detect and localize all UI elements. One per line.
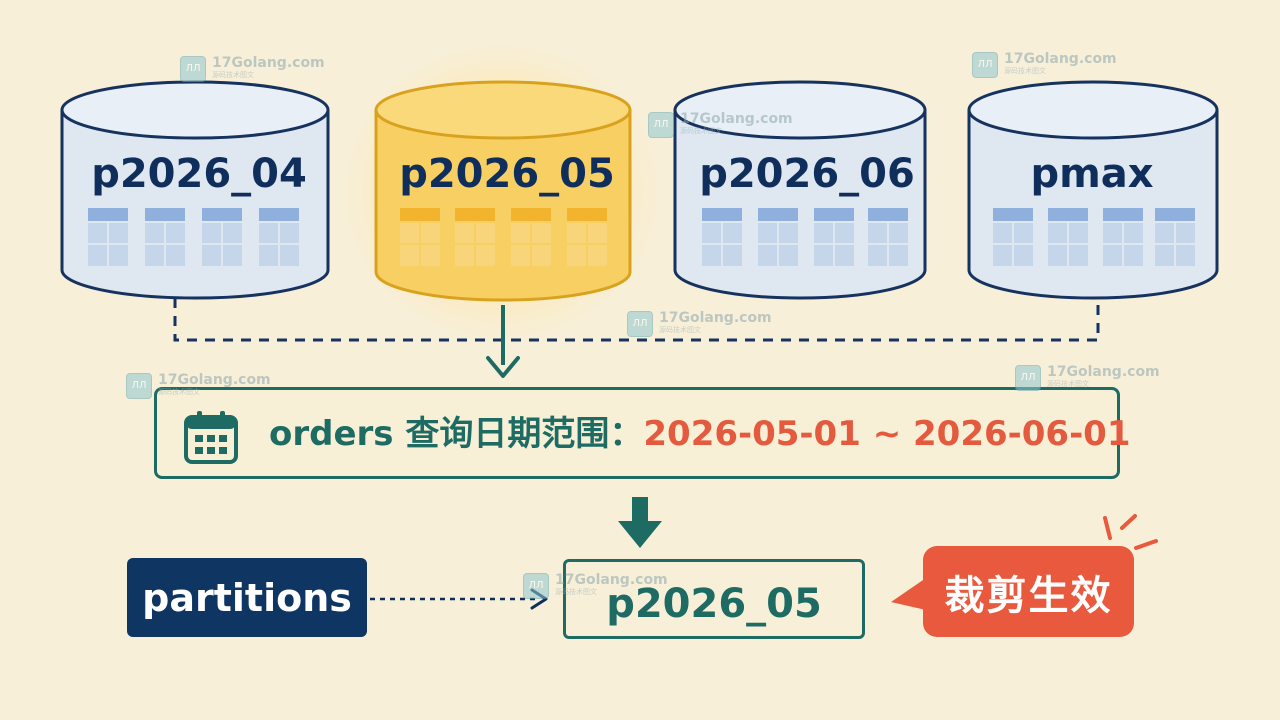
- watermark-logo-icon: ЛЛ: [126, 373, 152, 399]
- data-grid-icon: [400, 208, 607, 266]
- partition-name: p2026_06: [699, 151, 915, 197]
- query-date-range: 2026-05-01 ~ 2026-06-01: [643, 414, 1131, 454]
- burst-icon: [1103, 514, 1158, 550]
- partition-name: p2026_04: [91, 151, 307, 197]
- selected-partition-box: p2026_05: [563, 559, 865, 639]
- calendar-icon: [184, 411, 238, 464]
- pruning-effective-badge: 裁剪生效: [923, 546, 1134, 637]
- partition-cylinder-pmax: pmax: [967, 80, 1219, 300]
- partition-name: pmax: [1030, 151, 1153, 197]
- partition-cylinder-p2026-06: p2026_06: [673, 80, 927, 300]
- watermark-logo-icon: ЛЛ: [180, 56, 206, 82]
- watermark-logo-icon: ЛЛ: [523, 573, 549, 599]
- dotted-arrow-right-icon: [370, 588, 548, 610]
- watermark-logo-icon: ЛЛ: [627, 311, 653, 337]
- partition-cylinder-p2026-04: p2026_04: [60, 80, 330, 300]
- arrow-down-icon: [486, 305, 520, 378]
- watermark-logo-icon: ЛЛ: [1015, 365, 1041, 391]
- partitions-badge: partitions: [127, 558, 367, 637]
- data-grid-icon: [702, 208, 908, 266]
- query-range-box: orders 查询日期范围：2026-05-01 ~ 2026-06-01: [154, 387, 1131, 479]
- data-grid-icon: [88, 208, 299, 266]
- thick-arrow-down-icon: [618, 497, 662, 548]
- partition-name: p2026_05: [399, 151, 615, 197]
- partition-cylinder-p2026-05: p2026_05: [374, 80, 632, 302]
- query-label: orders 查询日期范围：: [269, 414, 644, 454]
- data-grid-icon: [993, 208, 1195, 266]
- effect-bubble-tail: [891, 578, 926, 610]
- watermark-logo-icon: ЛЛ: [648, 112, 674, 138]
- dashed-connector-line: [173, 298, 1100, 342]
- watermark-logo-icon: ЛЛ: [972, 52, 998, 78]
- query-description: orders 查询日期范围：2026-05-01 ~ 2026-06-01: [269, 412, 1131, 456]
